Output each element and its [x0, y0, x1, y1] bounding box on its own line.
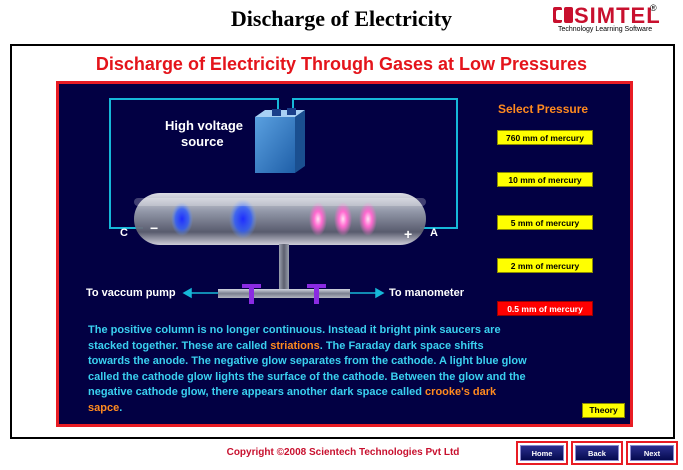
anode-label: A — [430, 227, 438, 239]
circuit-wires — [109, 98, 458, 229]
pressure-2-button[interactable]: 2 mm of mercury — [497, 258, 593, 273]
simulation-title: Discharge of Electricity Through Gases a… — [95, 54, 588, 74]
logo-text: SIMTEL — [574, 3, 661, 28]
logo-subtitle: Technology Learning Software — [558, 26, 653, 33]
striation-1 — [309, 202, 327, 236]
pump-valve[interactable] — [242, 284, 261, 304]
next-button[interactable]: Next — [626, 441, 678, 465]
description-text: The positive column is no longer continu… — [88, 323, 528, 417]
striation-3 — [359, 202, 377, 236]
pressure-760-button[interactable]: 760 mm of mercury — [497, 130, 593, 145]
pressure-10-button[interactable]: 10 mm of mercury — [497, 172, 593, 187]
logo-registered-mark: ® — [650, 3, 657, 13]
manometer-label: To manometer — [389, 287, 464, 299]
plus-sign: + — [404, 226, 413, 242]
description-part-3: . — [119, 401, 123, 414]
select-pressure-heading: Select Pressure — [498, 102, 589, 116]
side-pipe — [218, 289, 350, 298]
striations-term: striations — [270, 339, 320, 352]
next-button-label: Next — [630, 445, 674, 461]
home-button[interactable]: Home — [516, 441, 568, 465]
pressure-0-5-button[interactable]: 0.5 mm of mercury — [497, 301, 593, 316]
negative-glow — [229, 199, 257, 239]
high-voltage-battery — [255, 108, 305, 173]
simtel-logo-icon — [553, 7, 573, 23]
minus-sign: − — [150, 220, 159, 236]
manometer-valve[interactable] — [307, 284, 326, 304]
pump-arrow — [182, 287, 218, 299]
tube-stem — [279, 244, 289, 292]
home-button-label: Home — [520, 445, 564, 461]
theory-button[interactable]: Theory — [582, 403, 625, 418]
simtel-logo: SIMTEL ® Technology Learning Software — [552, 3, 680, 37]
source-label-line2: source — [181, 134, 224, 149]
source-label-line1: High voltage — [165, 118, 244, 133]
manometer-arrow — [350, 287, 385, 299]
back-button[interactable]: Back — [571, 441, 623, 465]
striation-2 — [334, 202, 352, 236]
pump-label: To vaccum pump — [86, 287, 176, 299]
description-part-1: The positive column is no longer continu… — [88, 324, 501, 352]
discharge-tube — [134, 193, 426, 245]
crookes-dark-space-term: crooke's dark sapce — [88, 386, 497, 414]
cathode-glow — [171, 202, 193, 236]
description-part-2: . The Faraday dark space shifts towards … — [88, 339, 527, 399]
page-title: Discharge of Electricity — [230, 6, 453, 31]
copyright-text: Copyright ©2008 Scientech Technologies P… — [226, 447, 460, 458]
pressure-5-button[interactable]: 5 mm of mercury — [497, 215, 593, 230]
cathode-label: C — [120, 227, 128, 239]
back-button-label: Back — [575, 445, 619, 461]
